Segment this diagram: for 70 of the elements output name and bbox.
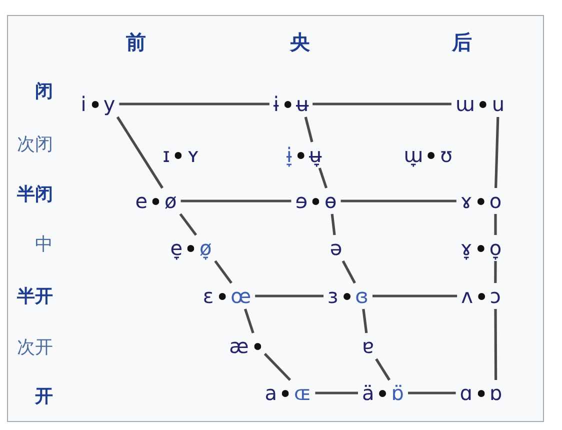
connector-line <box>255 294 324 298</box>
row-label: 半开 <box>17 286 53 308</box>
vowel-symbol: ø <box>164 189 177 213</box>
row-label: 次开 <box>17 337 53 359</box>
vowel-symbol: ɞ <box>355 284 368 308</box>
connector-line <box>318 168 328 188</box>
row-label: 开 <box>35 386 53 408</box>
connector-line <box>362 308 368 334</box>
column-header: 前 <box>126 30 146 54</box>
row-label: 闭 <box>35 81 53 103</box>
column-header: 央 <box>290 30 310 54</box>
vowel-symbol: ɤ <box>460 189 472 213</box>
vowel-symbol: ɘ <box>295 189 308 213</box>
vowel-symbol: ʉ <box>296 92 309 116</box>
connector-line <box>264 352 292 381</box>
connector-line <box>408 392 456 394</box>
vowel-symbol: ø̞ <box>200 236 212 260</box>
connector-line <box>375 358 390 381</box>
vowel-symbol: y <box>103 92 116 116</box>
vowel-symbol: e̞ <box>170 236 183 260</box>
row-label: 次闭 <box>17 134 53 156</box>
connector-line <box>116 116 164 189</box>
connector-line <box>180 200 292 202</box>
connector-line <box>312 102 452 106</box>
vowel-symbol: ɶ <box>294 381 312 405</box>
vowel-symbol: ʏ <box>187 143 200 167</box>
vowel-symbol: ɔ <box>490 284 501 308</box>
connector-line <box>494 214 497 235</box>
connector-line <box>179 213 198 236</box>
connector-line <box>342 260 356 284</box>
vowel-symbol: ə <box>330 236 342 260</box>
vowel-symbol: ɨ <box>273 92 279 116</box>
vowel-symbol: ɜ <box>328 284 338 308</box>
vowel-symbol: u <box>492 92 505 116</box>
connector-line <box>244 308 254 334</box>
vowel-symbol: i <box>80 92 86 116</box>
vowel-symbol: ɨ̞ <box>286 143 292 167</box>
connector-line <box>315 392 358 394</box>
vowel-symbol: ɑ <box>460 381 472 405</box>
vowel-symbol: e <box>135 189 148 213</box>
connector-line <box>494 116 500 188</box>
connector-line <box>214 260 232 284</box>
connector-line <box>340 200 456 202</box>
vowel-symbol: æ <box>229 334 249 358</box>
vowel-symbol: ɯ <box>455 92 475 116</box>
vowel-symbol: o <box>489 189 502 213</box>
row-label: 半闭 <box>17 184 53 206</box>
connector-line <box>494 309 498 380</box>
vowel-symbol: a <box>264 381 278 405</box>
vowel-symbol: ʊ <box>440 143 452 167</box>
connector-line <box>494 261 497 283</box>
vowel-symbol: ɵ <box>324 189 337 213</box>
vowel-symbol: ɪ <box>162 143 170 167</box>
vowel-symbol: ɤ̞ <box>460 236 472 260</box>
row-label: 中 <box>35 234 53 256</box>
connector-line <box>304 116 314 142</box>
vowel-symbol: ɐ <box>362 334 374 358</box>
vowel-symbol: ɒ̈ <box>391 381 404 405</box>
vowel-symbol: ɒ <box>490 381 502 405</box>
vowel-symbol: ʌ <box>461 284 473 308</box>
connector-line <box>330 214 336 236</box>
vowel-symbol: ɛ <box>202 284 214 308</box>
column-header: 后 <box>452 30 472 54</box>
connector-line <box>119 102 270 106</box>
vowel-symbol: œ <box>230 284 252 308</box>
vowel-symbol: ʉ̞ <box>308 143 322 167</box>
connector-line <box>372 294 458 298</box>
vowel-symbol: o̞ <box>489 236 502 260</box>
vowel-symbol: ɯ̞ <box>404 143 424 167</box>
vowel-symbol: ä <box>362 381 374 405</box>
